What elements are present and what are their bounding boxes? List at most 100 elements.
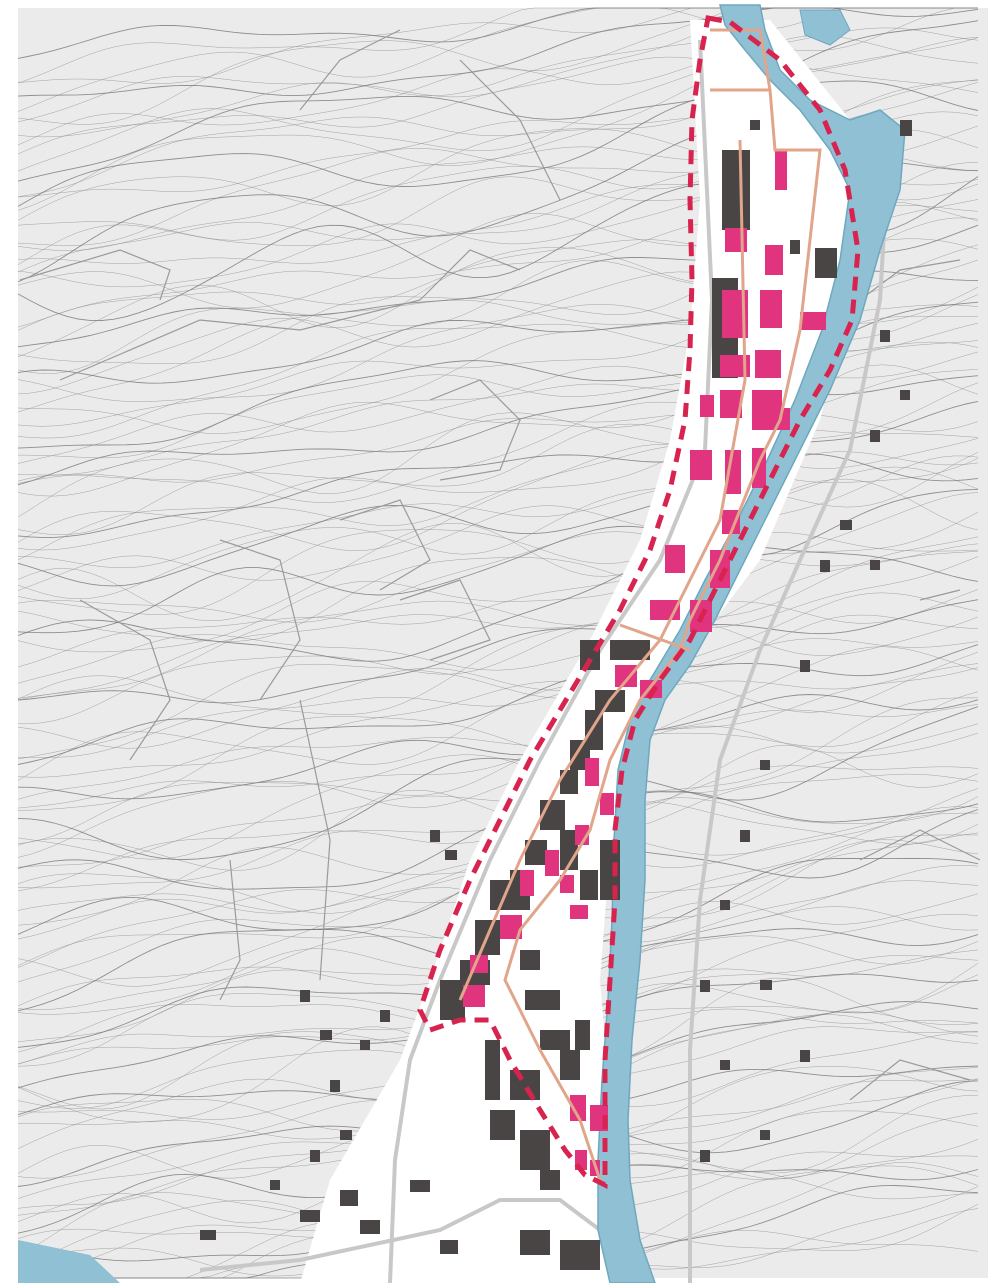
parcel-line <box>79 599 171 761</box>
parcel-line <box>299 699 331 981</box>
parcel-line <box>219 539 301 701</box>
existing-building <box>525 990 560 1010</box>
proposed-building <box>600 793 614 815</box>
contour-line <box>17 550 979 668</box>
contour-line <box>17 455 979 591</box>
existing-building <box>600 840 620 900</box>
existing-building <box>540 1170 560 1190</box>
existing-building <box>880 330 890 342</box>
parcel-line <box>299 29 401 111</box>
proposed-building <box>463 985 485 1007</box>
contour-line <box>17 644 979 765</box>
contour-line <box>17 599 979 704</box>
parcel-line <box>399 579 491 661</box>
contour-line <box>17 663 979 778</box>
existing-building <box>790 240 800 254</box>
existing-building <box>520 1130 550 1170</box>
parcel-line <box>59 299 421 381</box>
contour-line <box>17 556 979 701</box>
existing-building <box>722 150 750 230</box>
existing-buildings <box>200 120 912 1270</box>
existing-building <box>760 980 772 990</box>
existing-building <box>200 1230 216 1240</box>
existing-building <box>540 1030 570 1050</box>
existing-building <box>560 770 578 794</box>
contour-line <box>17 536 979 699</box>
contour-line <box>17 20 979 182</box>
existing-building <box>440 1240 458 1254</box>
contour-line <box>17 492 979 642</box>
existing-building <box>760 760 770 770</box>
contour-line <box>17 614 979 749</box>
parcel-line <box>429 379 521 481</box>
proposed-building <box>570 1095 586 1121</box>
existing-building <box>300 990 310 1002</box>
contour-line <box>17 667 979 800</box>
proposed-building <box>775 150 787 190</box>
existing-building <box>560 1240 600 1270</box>
parcel-line <box>919 589 961 601</box>
contour-line <box>17 543 979 662</box>
contour-line <box>17 532 979 653</box>
parcel-line <box>849 1059 971 1101</box>
proposed-building <box>755 350 781 378</box>
river-channel <box>597 4 906 1283</box>
river-lower-left <box>18 1240 120 1283</box>
parcel-line <box>19 249 171 301</box>
proposed-building <box>720 355 750 377</box>
existing-building <box>430 830 440 842</box>
proposed-building <box>720 390 742 418</box>
contour-line <box>17 651 979 781</box>
existing-building <box>360 1040 370 1050</box>
contour-line <box>17 478 979 622</box>
road <box>688 129 892 1283</box>
contour-line <box>17 451 979 568</box>
existing-building <box>575 1020 590 1050</box>
contour-line <box>18 589 979 725</box>
contour-line <box>17 444 979 551</box>
existing-building <box>300 1210 320 1222</box>
parcel-line <box>419 249 521 301</box>
existing-building <box>320 1030 332 1040</box>
contour-line <box>17 543 979 684</box>
proposed-building <box>615 665 637 687</box>
existing-building <box>270 1180 280 1190</box>
proposed-building <box>722 510 740 534</box>
existing-building <box>700 1150 710 1162</box>
contour-line <box>17 706 979 860</box>
existing-building <box>720 1060 730 1070</box>
existing-building <box>700 980 710 992</box>
existing-building <box>380 1010 390 1022</box>
existing-building <box>445 850 457 860</box>
contour-line <box>17 452 979 600</box>
existing-building <box>870 560 880 570</box>
existing-building <box>485 1040 500 1100</box>
existing-building <box>740 830 750 842</box>
parcel-lines <box>19 29 981 1101</box>
existing-building <box>900 120 912 136</box>
contour-line <box>17 638 979 758</box>
proposed-building <box>665 545 685 573</box>
subzone-inner-road <box>458 139 747 1001</box>
existing-building <box>760 1130 770 1140</box>
contour-line <box>17 426 979 551</box>
existing-building <box>510 1070 540 1100</box>
contour-line <box>17 7 978 138</box>
parcel-line <box>459 59 561 201</box>
existing-building <box>800 1050 810 1062</box>
contour-line <box>17 400 979 538</box>
contour-line <box>17 382 979 535</box>
contour-line <box>17 732 979 868</box>
existing-building <box>410 1180 430 1192</box>
contour-line <box>17 616 979 715</box>
existing-building <box>750 120 760 130</box>
contour-line <box>17 694 979 800</box>
existing-building <box>520 1230 550 1255</box>
proposed-building <box>570 905 588 919</box>
existing-building <box>330 1080 340 1092</box>
existing-building <box>360 1220 380 1234</box>
existing-building <box>815 248 837 278</box>
existing-building <box>490 1110 515 1140</box>
